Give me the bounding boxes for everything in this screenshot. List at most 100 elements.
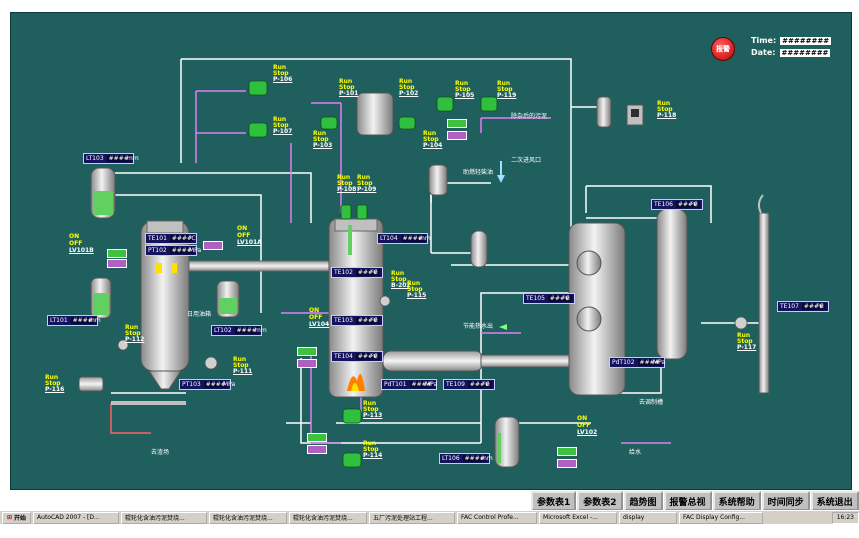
time-sync-button[interactable]: 时间同步 (761, 491, 810, 511)
taskbar-item-active[interactable]: FAC Display Config... (679, 511, 764, 524)
caption-secondary-air: 二次进风口 (511, 157, 542, 164)
alarm-button[interactable]: 报警 (711, 37, 735, 61)
unit-te109: ℃ (483, 381, 490, 388)
caption-feed-water: 给水 (629, 449, 642, 456)
unit-lt103: mm (127, 155, 139, 162)
system-help-button[interactable]: 系统帮助 (712, 491, 761, 511)
process-diagram (78, 58, 770, 468)
unit-lt106: mm (481, 455, 493, 462)
unit-lt101: mm (89, 317, 101, 324)
tag-lt106: LT106#### (439, 453, 490, 464)
alarm-overview-button[interactable]: 报警总视 (663, 491, 712, 511)
windows-taskbar: ⊞开始 AutoCAD 2007 - [D... 辊轮化含油污泥焚烧... 辊轮… (0, 510, 859, 524)
tag-te105: TE105#### (523, 293, 576, 304)
tag-te109: TE109#### (443, 379, 496, 390)
caption-waste-oil: 日用油箱 (187, 311, 212, 318)
windows-logo-icon: ⊞ (7, 514, 13, 521)
tag-te103: TE103#### (331, 315, 384, 326)
status-chip[interactable] (447, 131, 467, 140)
status-chip[interactable] (297, 359, 317, 368)
tray-clock: 16:23 (836, 514, 854, 521)
tag-te107: TE107#### (777, 301, 830, 312)
taskbar-item[interactable]: 辊轮化含油污泥焚烧... (209, 511, 288, 524)
system-exit-button[interactable]: 系统退出 (810, 491, 859, 511)
unit-pdt101: MPa (425, 381, 438, 388)
unit-te106: ℃ (691, 201, 698, 208)
status-chip[interactable] (107, 259, 127, 268)
trend-chart-button[interactable]: 趋势图 (623, 491, 663, 511)
tag-pt102: PT102#### (145, 245, 197, 256)
caption-to-slag: 去渣场 (151, 449, 170, 456)
status-chip[interactable] (307, 445, 327, 454)
taskbar-item[interactable]: AutoCAD 2007 - [D... (33, 511, 120, 524)
taskbar-item[interactable]: FAC Control Profe... (457, 511, 538, 524)
tag-pdt102: PdT102#### (609, 357, 665, 368)
date-label: Date: (751, 48, 776, 57)
unit-pdt102: MPa (653, 359, 666, 366)
tag-te102: TE102#### (331, 267, 384, 278)
unit-te102: ℃ (371, 269, 378, 276)
param-table-2-button[interactable]: 参数表2 (577, 491, 623, 511)
caption-to-chimney: 去调制槽 (639, 399, 664, 406)
status-chip[interactable] (557, 447, 577, 456)
param-table-1-button[interactable]: 参数表1 (531, 491, 577, 511)
taskbar-item[interactable]: 五厂污泥处理站工程... (369, 511, 456, 524)
taskbar-item[interactable]: display (619, 511, 678, 524)
unit-te105: ℃ (563, 295, 570, 302)
status-chip[interactable] (107, 249, 127, 258)
tag-pdt101: PdT101#### (381, 379, 437, 390)
unit-pt102: MPa (189, 247, 202, 254)
tag-te101: TE101#### (145, 233, 198, 244)
date-value: ######## (779, 49, 831, 57)
status-chip[interactable] (297, 347, 317, 356)
time-label: Time: (751, 36, 777, 45)
start-button[interactable]: ⊞开始 (2, 511, 32, 524)
caption-aux-fuel: 助燃轻柴油 (463, 169, 494, 176)
taskbar-item[interactable]: 辊轮化含油污泥焚烧... (289, 511, 368, 524)
tag-lt102: LT102#### (211, 325, 262, 336)
status-chip[interactable] (557, 459, 577, 468)
tag-te106: TE106#### (651, 199, 704, 210)
unit-te104: ℃ (371, 353, 378, 360)
status-chip[interactable] (307, 433, 327, 442)
tag-lt101: LT101#### (47, 315, 98, 326)
tag-lt104: LT104#### (377, 233, 428, 244)
tag-lt103: LT103#### (83, 153, 134, 164)
time-value: ######## (780, 37, 832, 45)
status-chip[interactable] (203, 241, 223, 250)
tag-pt103: PT103#### (179, 379, 231, 390)
unit-pt103: MPa (223, 381, 236, 388)
taskbar-item[interactable]: 辊轮化含油污泥焚烧... (121, 511, 208, 524)
unit-lt104: mm (419, 235, 431, 242)
unit-te101: ℃ (189, 235, 196, 242)
taskbar-item[interactable]: Microsoft Excel -... (539, 511, 618, 524)
status-chip[interactable] (447, 119, 467, 128)
caption-energy-water: 节能热水出 (463, 323, 494, 330)
nav-button-bar: 参数表1 参数表2 趋势图 报警总视 系统帮助 时间同步 系统退出 (530, 491, 859, 511)
unit-lt102: mm (255, 327, 267, 334)
